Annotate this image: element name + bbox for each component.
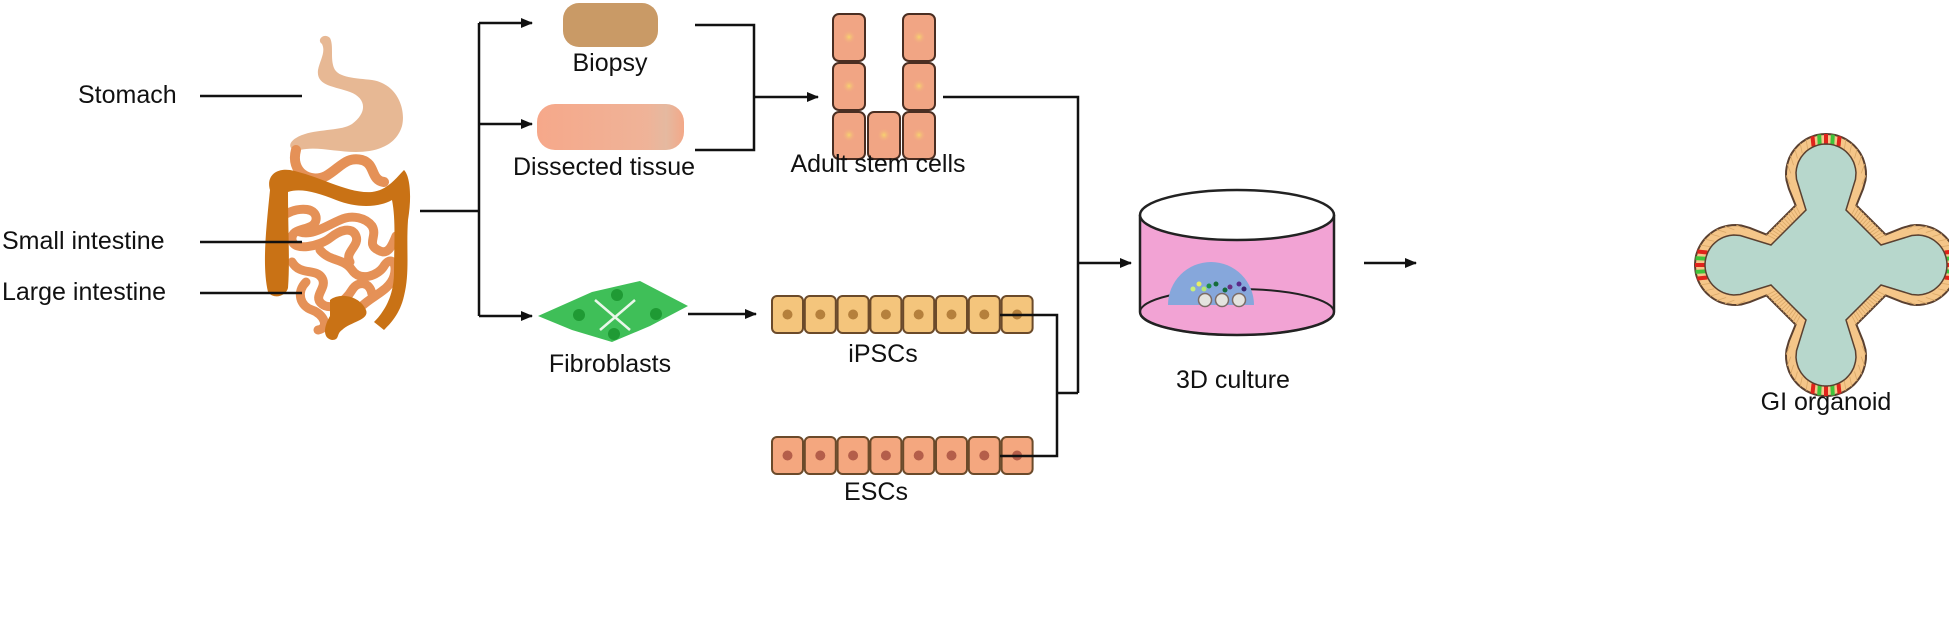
cell — [935, 295, 968, 334]
cell — [935, 436, 968, 475]
adult-merge-connector — [695, 23, 819, 152]
cell — [803, 295, 837, 334]
small-intestine-shape — [281, 204, 401, 335]
large-intestine-shape — [264, 169, 411, 330]
adult-stem-cell — [902, 13, 936, 62]
cell — [803, 436, 837, 475]
organoid-marker-cell — [1946, 269, 1949, 274]
organoid-marker-cell — [1944, 275, 1949, 280]
fibroblast-nucleus — [608, 328, 620, 340]
biopsy-label: Biopsy — [572, 49, 648, 77]
escs-label: ESCs — [844, 478, 908, 506]
organoid-marker-cell — [1944, 250, 1949, 255]
organoid-marker-cell — [1695, 269, 1706, 274]
cell — [836, 295, 870, 334]
adult-stem-cell — [832, 13, 866, 62]
cell — [869, 436, 903, 475]
gi-organoid-illustration — [1693, 132, 1949, 398]
organoid-marker-cell — [1830, 134, 1835, 145]
organoid-marker-cell — [1817, 134, 1822, 145]
cell — [967, 436, 1001, 475]
organoid-marker-cell — [1830, 385, 1835, 396]
escs-illustration — [771, 436, 1034, 475]
matrigel-dome — [1168, 262, 1254, 305]
gi-tract-illustration — [264, 35, 411, 340]
organoid-marker-cell — [1836, 136, 1842, 147]
stomach-shape — [290, 35, 403, 152]
organoid-marker-cell — [1817, 385, 1822, 396]
organoid-marker-cell — [1697, 275, 1708, 281]
adult-stem-cells-illustration — [832, 13, 936, 160]
cell — [902, 436, 936, 475]
source-branch-connector — [420, 18, 533, 321]
dissected-tissue-label: Dissected tissue — [513, 153, 695, 181]
ipscs-illustration — [771, 295, 1034, 334]
3d-culture-label: 3D culture — [1176, 366, 1290, 394]
cell — [902, 295, 936, 334]
small-intestine-label: Small intestine — [2, 227, 165, 255]
culture-dish-illustration — [1138, 188, 1336, 337]
dish-top-rim — [1138, 188, 1336, 242]
fibroblast-nucleus — [650, 308, 662, 320]
fibroblast-nucleus — [573, 309, 585, 321]
stomach-label: Stomach — [78, 81, 177, 109]
ipscs-label: iPSCs — [848, 340, 917, 368]
organoid-marker-cell — [1810, 136, 1816, 147]
organoid-marker-cell — [1946, 256, 1949, 261]
fibroblasts-illustration — [538, 281, 688, 342]
fibroblasts-label: Fibroblasts — [549, 350, 671, 378]
organoid-marker-cell — [1697, 249, 1708, 255]
rectum-shape — [325, 295, 367, 340]
cell — [836, 436, 870, 475]
organoid-lumen — [1704, 143, 1948, 387]
adult-stem-cells-label: Adult stem cells — [790, 150, 965, 178]
cell — [967, 295, 1001, 334]
cell — [869, 295, 903, 334]
cell — [771, 295, 804, 334]
organoid-marker-cell — [1836, 383, 1842, 394]
adult-stem-cell — [832, 62, 866, 111]
fibroblast-cluster — [538, 281, 688, 342]
organoid-marker-cell — [1810, 383, 1816, 394]
pluripotent-merge-connector — [1000, 313, 1059, 458]
dissected-tissue-sample — [537, 104, 684, 150]
fibroblast-nucleus — [611, 289, 623, 301]
biopsy-sample — [563, 3, 658, 47]
adult-stem-cell — [902, 111, 936, 160]
adult-stem-cell — [832, 111, 866, 160]
adult-stem-cell — [867, 111, 901, 160]
large-intestine-label: Large intestine — [2, 278, 166, 306]
cell — [771, 436, 804, 475]
organoid-marker-cell — [1695, 256, 1706, 261]
adult-stem-cell — [902, 62, 936, 111]
gi-organoid-label: GI organoid — [1761, 388, 1892, 416]
adult-to-culture-line — [943, 95, 1080, 393]
